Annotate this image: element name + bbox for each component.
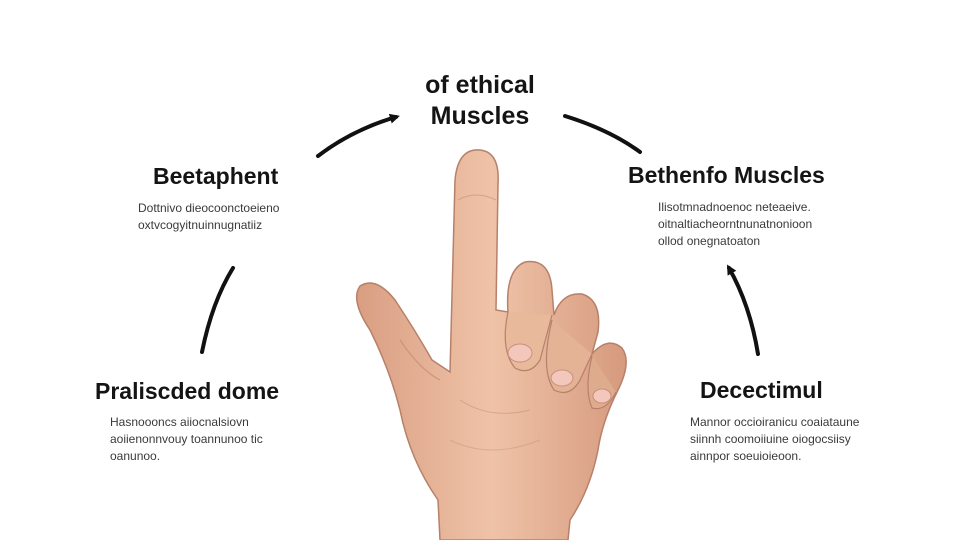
node-desc-bottom-right: Mannor occioiranicu coaiataune siinnh co… bbox=[690, 414, 859, 465]
center-title: of ethical Muscles bbox=[380, 70, 580, 132]
desc-line: aoiienonnvouy toannunoo tic bbox=[110, 432, 263, 446]
desc-line: ollod onegnatoaton bbox=[658, 234, 761, 248]
hand-pointing-up-icon bbox=[355, 149, 627, 540]
nail bbox=[592, 388, 612, 404]
hand-palm bbox=[355, 149, 627, 540]
desc-line: Mannor occioiranicu coaiataune bbox=[690, 415, 860, 429]
arrow-bottomright-to-topright bbox=[727, 264, 760, 356]
node-desc-top-right: Ilisotmnadnoenoc neteaeive. oitnaltiache… bbox=[658, 199, 812, 250]
nail bbox=[507, 343, 533, 363]
center-title-line1: of ethical bbox=[425, 71, 535, 99]
desc-line: oxtvcogyitnuinnugnatiiz bbox=[138, 218, 263, 232]
node-desc-bottom-left: Hasnoooncs aiiocnalsiovn aoiienonnvouy t… bbox=[110, 414, 263, 465]
center-title-line2: Muscles bbox=[430, 102, 530, 130]
desc-line: siinnh coomoiiuine oiogocsiisy bbox=[690, 432, 851, 446]
nail bbox=[550, 369, 574, 387]
node-title-bottom-right: Decectimul bbox=[700, 377, 823, 403]
node-title-top-right: Bethenfo Muscles bbox=[628, 162, 825, 188]
arrow-bottomleft-to-topleft bbox=[200, 266, 235, 354]
desc-line: oanunoo. bbox=[110, 449, 161, 463]
node-desc-top-left: Dottnivo dieocoonctoeieno oxtvcogyitnuin… bbox=[138, 200, 279, 234]
desc-line: ainnpor soeuioieoon. bbox=[690, 449, 802, 463]
arrow-topleft-to-center bbox=[316, 113, 400, 158]
node-title-bottom-left: Praliscded dome bbox=[95, 378, 280, 404]
desc-line: Ilisotmnadnoenoc neteaeive. bbox=[658, 200, 811, 214]
node-title-top-left: Beetaphent bbox=[153, 163, 279, 189]
desc-line: Hasnoooncs aiiocnalsiovn bbox=[110, 415, 249, 429]
desc-line: Dottnivo dieocoonctoeieno bbox=[138, 201, 280, 215]
arrow-center-to-topright bbox=[563, 114, 642, 154]
desc-line: oitnaltiacheorntnunatnonioon bbox=[658, 217, 813, 231]
